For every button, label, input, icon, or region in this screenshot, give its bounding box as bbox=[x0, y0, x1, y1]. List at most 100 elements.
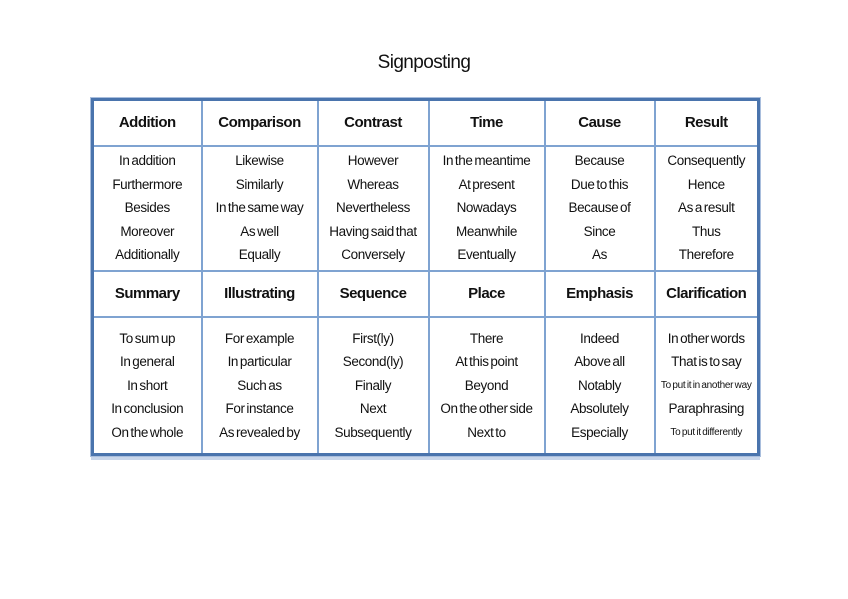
phrase: Nowadays bbox=[456, 200, 517, 216]
phrase: In other words bbox=[667, 330, 745, 346]
column-header-cause: Cause bbox=[543, 98, 656, 147]
phrase: Consequently bbox=[667, 153, 746, 169]
phrase: Because of bbox=[568, 200, 631, 216]
phrase: On the other side bbox=[440, 401, 533, 416]
column-header-result: Result bbox=[653, 98, 760, 147]
phrase: Because bbox=[574, 153, 625, 169]
phrase: Above all bbox=[574, 354, 625, 369]
phrase: Meanwhile bbox=[456, 223, 517, 239]
phrase: Moreover bbox=[120, 223, 175, 239]
phrase: Nevertheless bbox=[336, 200, 410, 216]
phrase: Whereas bbox=[347, 176, 399, 192]
phrase: As a result bbox=[678, 200, 735, 216]
phrase: As bbox=[592, 247, 607, 263]
phrase: Beyond bbox=[464, 377, 509, 393]
phrase: Therefore bbox=[678, 247, 734, 263]
phrase: Indeed bbox=[580, 330, 619, 346]
column-header-time: Time bbox=[427, 98, 546, 147]
phrase: Besides bbox=[124, 200, 171, 216]
phrase: To sum up bbox=[119, 330, 176, 346]
column-header-summary: Summary bbox=[91, 269, 203, 318]
phrase: At this point bbox=[455, 354, 518, 369]
phrase: In particular bbox=[227, 354, 292, 369]
cell-summary: To sum up In general In short In conclusion… bbox=[91, 315, 203, 456]
phrase: Paraphrasing bbox=[668, 401, 744, 416]
phrase-stack: To sum up In general In short In conclusion… bbox=[95, 327, 200, 445]
phrase: Second(ly) bbox=[342, 354, 404, 369]
phrase: Eventually bbox=[457, 247, 516, 263]
phrase: Due to this bbox=[570, 176, 629, 192]
phrase: For instance bbox=[225, 401, 294, 416]
phrase: As well bbox=[240, 223, 279, 239]
phrase: Equally bbox=[238, 247, 281, 263]
phrase: That is to say bbox=[671, 354, 742, 369]
phrase: Such as bbox=[237, 377, 282, 393]
phrase: Especially bbox=[571, 424, 628, 440]
phrase: Hence bbox=[687, 176, 725, 192]
phrase: First(ly) bbox=[352, 330, 394, 346]
phrase: There bbox=[469, 330, 504, 346]
column-header-contrast: Contrast bbox=[316, 98, 430, 147]
phrase: For example bbox=[224, 330, 295, 346]
phrase: In addition bbox=[119, 153, 176, 169]
phrase: Absolutely bbox=[570, 401, 629, 416]
column-header-place: Place bbox=[427, 269, 546, 318]
phrase: Likewise bbox=[235, 153, 284, 169]
phrase: Notably bbox=[578, 377, 621, 393]
column-header-comparison: Comparison bbox=[200, 98, 319, 147]
phrase: Furthermore bbox=[112, 176, 183, 192]
page-title: Signposting bbox=[377, 52, 471, 73]
phrase: Subsequently bbox=[334, 424, 412, 440]
phrase: Conversely bbox=[341, 247, 405, 263]
phrase: In conclusion bbox=[111, 401, 184, 416]
column-header-addition: Addition bbox=[91, 98, 203, 147]
phrase: On the whole bbox=[111, 424, 184, 440]
phrase: To put it in another way bbox=[660, 379, 752, 391]
column-header-emphasis: Emphasis bbox=[543, 269, 656, 318]
phrase: In short bbox=[127, 377, 168, 393]
phrase: Since bbox=[583, 223, 616, 239]
phrase: At present bbox=[458, 176, 515, 192]
phrase: Similarly bbox=[235, 176, 284, 192]
phrase: Next bbox=[359, 401, 387, 416]
phrase: Finally bbox=[354, 377, 392, 393]
content-row-1: To sum up In general In short In conclusion… bbox=[91, 315, 760, 456]
phrase: Thus bbox=[692, 223, 721, 239]
phrase: As revealed by bbox=[219, 424, 300, 440]
phrase: In the meantime bbox=[442, 153, 531, 169]
column-header-clarification: Clarification bbox=[653, 269, 760, 318]
column-header-illustrating: Illustrating bbox=[200, 269, 319, 318]
phrase: Additionally bbox=[115, 247, 180, 263]
phrase: Next to bbox=[467, 424, 506, 440]
phrase: In general bbox=[119, 354, 175, 369]
phrase: However bbox=[347, 153, 399, 169]
phrase: In the same way bbox=[215, 200, 304, 216]
phrase: Having said that bbox=[329, 223, 417, 239]
